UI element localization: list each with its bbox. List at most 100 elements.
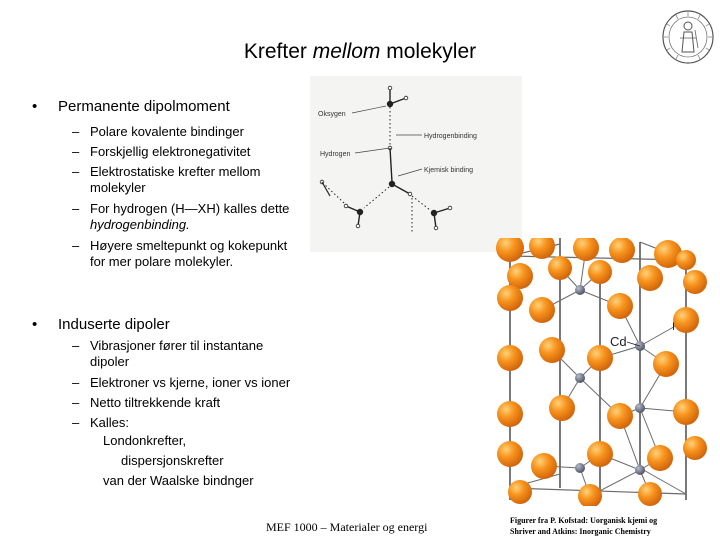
iodine-atom [673,307,699,333]
iodine-atom [654,240,682,268]
iodine-atom [683,270,707,294]
oxygen-atom [386,100,394,108]
hydrogen-bond-dotted [411,195,431,211]
oxygen-label: Oksygen [318,111,346,118]
sub-item-continuation: dipoler [90,354,130,369]
atoms-layer [496,238,707,506]
sub-item-text: Netto tiltrekkende kraft [90,395,221,410]
hydrogen-atom [433,225,439,231]
title-text: Krefter [243,40,313,63]
sub-item: – Forskjellig elektronegativitet [72,144,251,160]
bullet-glyph: • [32,316,38,333]
covalent-bond [389,147,393,183]
covalent-bond [321,181,331,197]
sub-item: – Elektrostatiske krefter mellom [72,164,261,180]
lattice-rod [639,467,687,495]
covalent-bond-label: Kjemisk binding [424,167,473,174]
sub-item-text: Høyere smeltepunkt og kokepunkt [90,238,288,253]
sub-item-text: Elektroner vs kjerne, ioner vs ioner [90,375,291,390]
bullet-heading: Induserte dipoler [58,316,170,333]
hydrogen-label: Hydrogen [320,151,350,158]
title-text-rest: molekyler [380,40,477,63]
iodine-atom [607,293,633,319]
hydrogen-atom [343,203,349,209]
covalent-bond [433,212,437,229]
dash-glyph: – [72,375,80,390]
dash-glyph: – [72,164,80,179]
i-label: I [672,321,675,333]
cadmium-atom [575,285,585,295]
cdi2-crystal-structure: Cd I [496,238,707,506]
hydrogen-atom [403,95,409,101]
dash-glyph: – [72,201,80,216]
credit-line: Shriver and Atkins: Inorganic Chemistry [510,527,651,536]
sub-item-continuation: molekyler [90,180,146,195]
iodine-atom [588,260,612,284]
hydrogenbinding-term: hydrogenbinding [90,217,187,232]
cadmium-atom [575,463,585,473]
hydrogen-atom [407,191,413,197]
covalent-bond [433,207,451,214]
force-name: dispersjonskrefter [121,453,224,468]
iodine-atom [647,445,673,471]
cd-label: Cd [610,334,627,349]
iodine-atom [548,256,572,280]
iodine-atom [531,453,557,479]
iodine-atom [653,351,679,377]
sub-item: – Høyere smeltepunkt og kokepunkt [72,238,288,254]
course-footer: MEF 1000 – Materialer og energi [266,520,428,534]
sub-item: – Kalles: [72,415,130,431]
iodine-atom [497,285,523,311]
cadmium-atom [635,403,645,413]
iodine-atom [578,484,602,506]
hydrogen-bond-dotted [363,186,390,209]
figure-credit: Figurer fra P. Kofstad: Uorganisk kjemi … [510,515,657,537]
dash-glyph: – [72,338,80,353]
bullet-heading: Permanente dipolmoment [58,98,230,115]
sub-item: – Vibrasjoner fører til instantane [72,338,264,354]
sub-item-text: Kalles: [90,415,130,430]
iodine-atom [549,395,575,421]
sub-item-continuation: for mer polare molekyler. [90,254,234,269]
dash-glyph: – [72,415,80,430]
covalent-bond [345,205,361,213]
iodine-atom [496,238,524,262]
sub-item-text: Polare kovalente bindinger [90,124,244,139]
hydrogen-atom [387,85,393,91]
iodine-atom [587,441,613,467]
iodine-atom [507,263,533,289]
hydrogen-bond-label: Hydrogenbinding [424,133,477,140]
iodine-atom [638,482,662,506]
iodine-atom [508,480,532,504]
dash-glyph: – [72,395,80,410]
sub-item-text: Vibrasjoner fører til instantane [90,338,264,353]
sub-item-text: Forskjellig elektronegativitet [90,144,251,159]
water-diagram-panel [310,76,522,252]
bullet-glyph: • [32,98,38,115]
covalent-pointer [397,168,423,177]
water-hydrogen-bond-diagram: Oksygen Hydrogen Hydrogenbinding Kjemisk… [318,85,477,234]
iodine-atom [683,436,707,460]
cadmium-atom [635,465,645,475]
bullet-induced-dipoles: • Induserte dipoler [32,316,170,333]
sub-item-text: For hydrogen (H—XH) kalles dette [90,201,290,216]
credit-line: Figurer fra P. Kofstad: Uorganisk kjemi … [510,516,658,525]
covalent-bond [357,211,361,227]
university-seal-logo [662,10,714,64]
slide-title: Krefter mellom molekyler [0,40,720,64]
title-emphasis: mellom [312,40,381,63]
iodine-atom [637,265,663,291]
covalent-bond [391,183,411,195]
bullet-permanent-dipoles: • Permanente dipolmoment [32,98,230,115]
sub-item: – Elektroner vs kjerne, ioner vs ioner [72,375,291,391]
dash-glyph: – [72,124,80,139]
sub-item: – Polare kovalente bindinger [72,124,244,140]
iodine-atom [573,238,599,261]
iodine-atom [497,441,523,467]
iodine-atom [497,345,523,371]
sub-item-text: Elektrostatiske krefter mellom [90,164,261,179]
hydrogen-atom [447,205,453,211]
iodine-atom [587,345,613,371]
hydrogen-bond-dotted [323,183,345,204]
iodine-atom [497,401,523,427]
